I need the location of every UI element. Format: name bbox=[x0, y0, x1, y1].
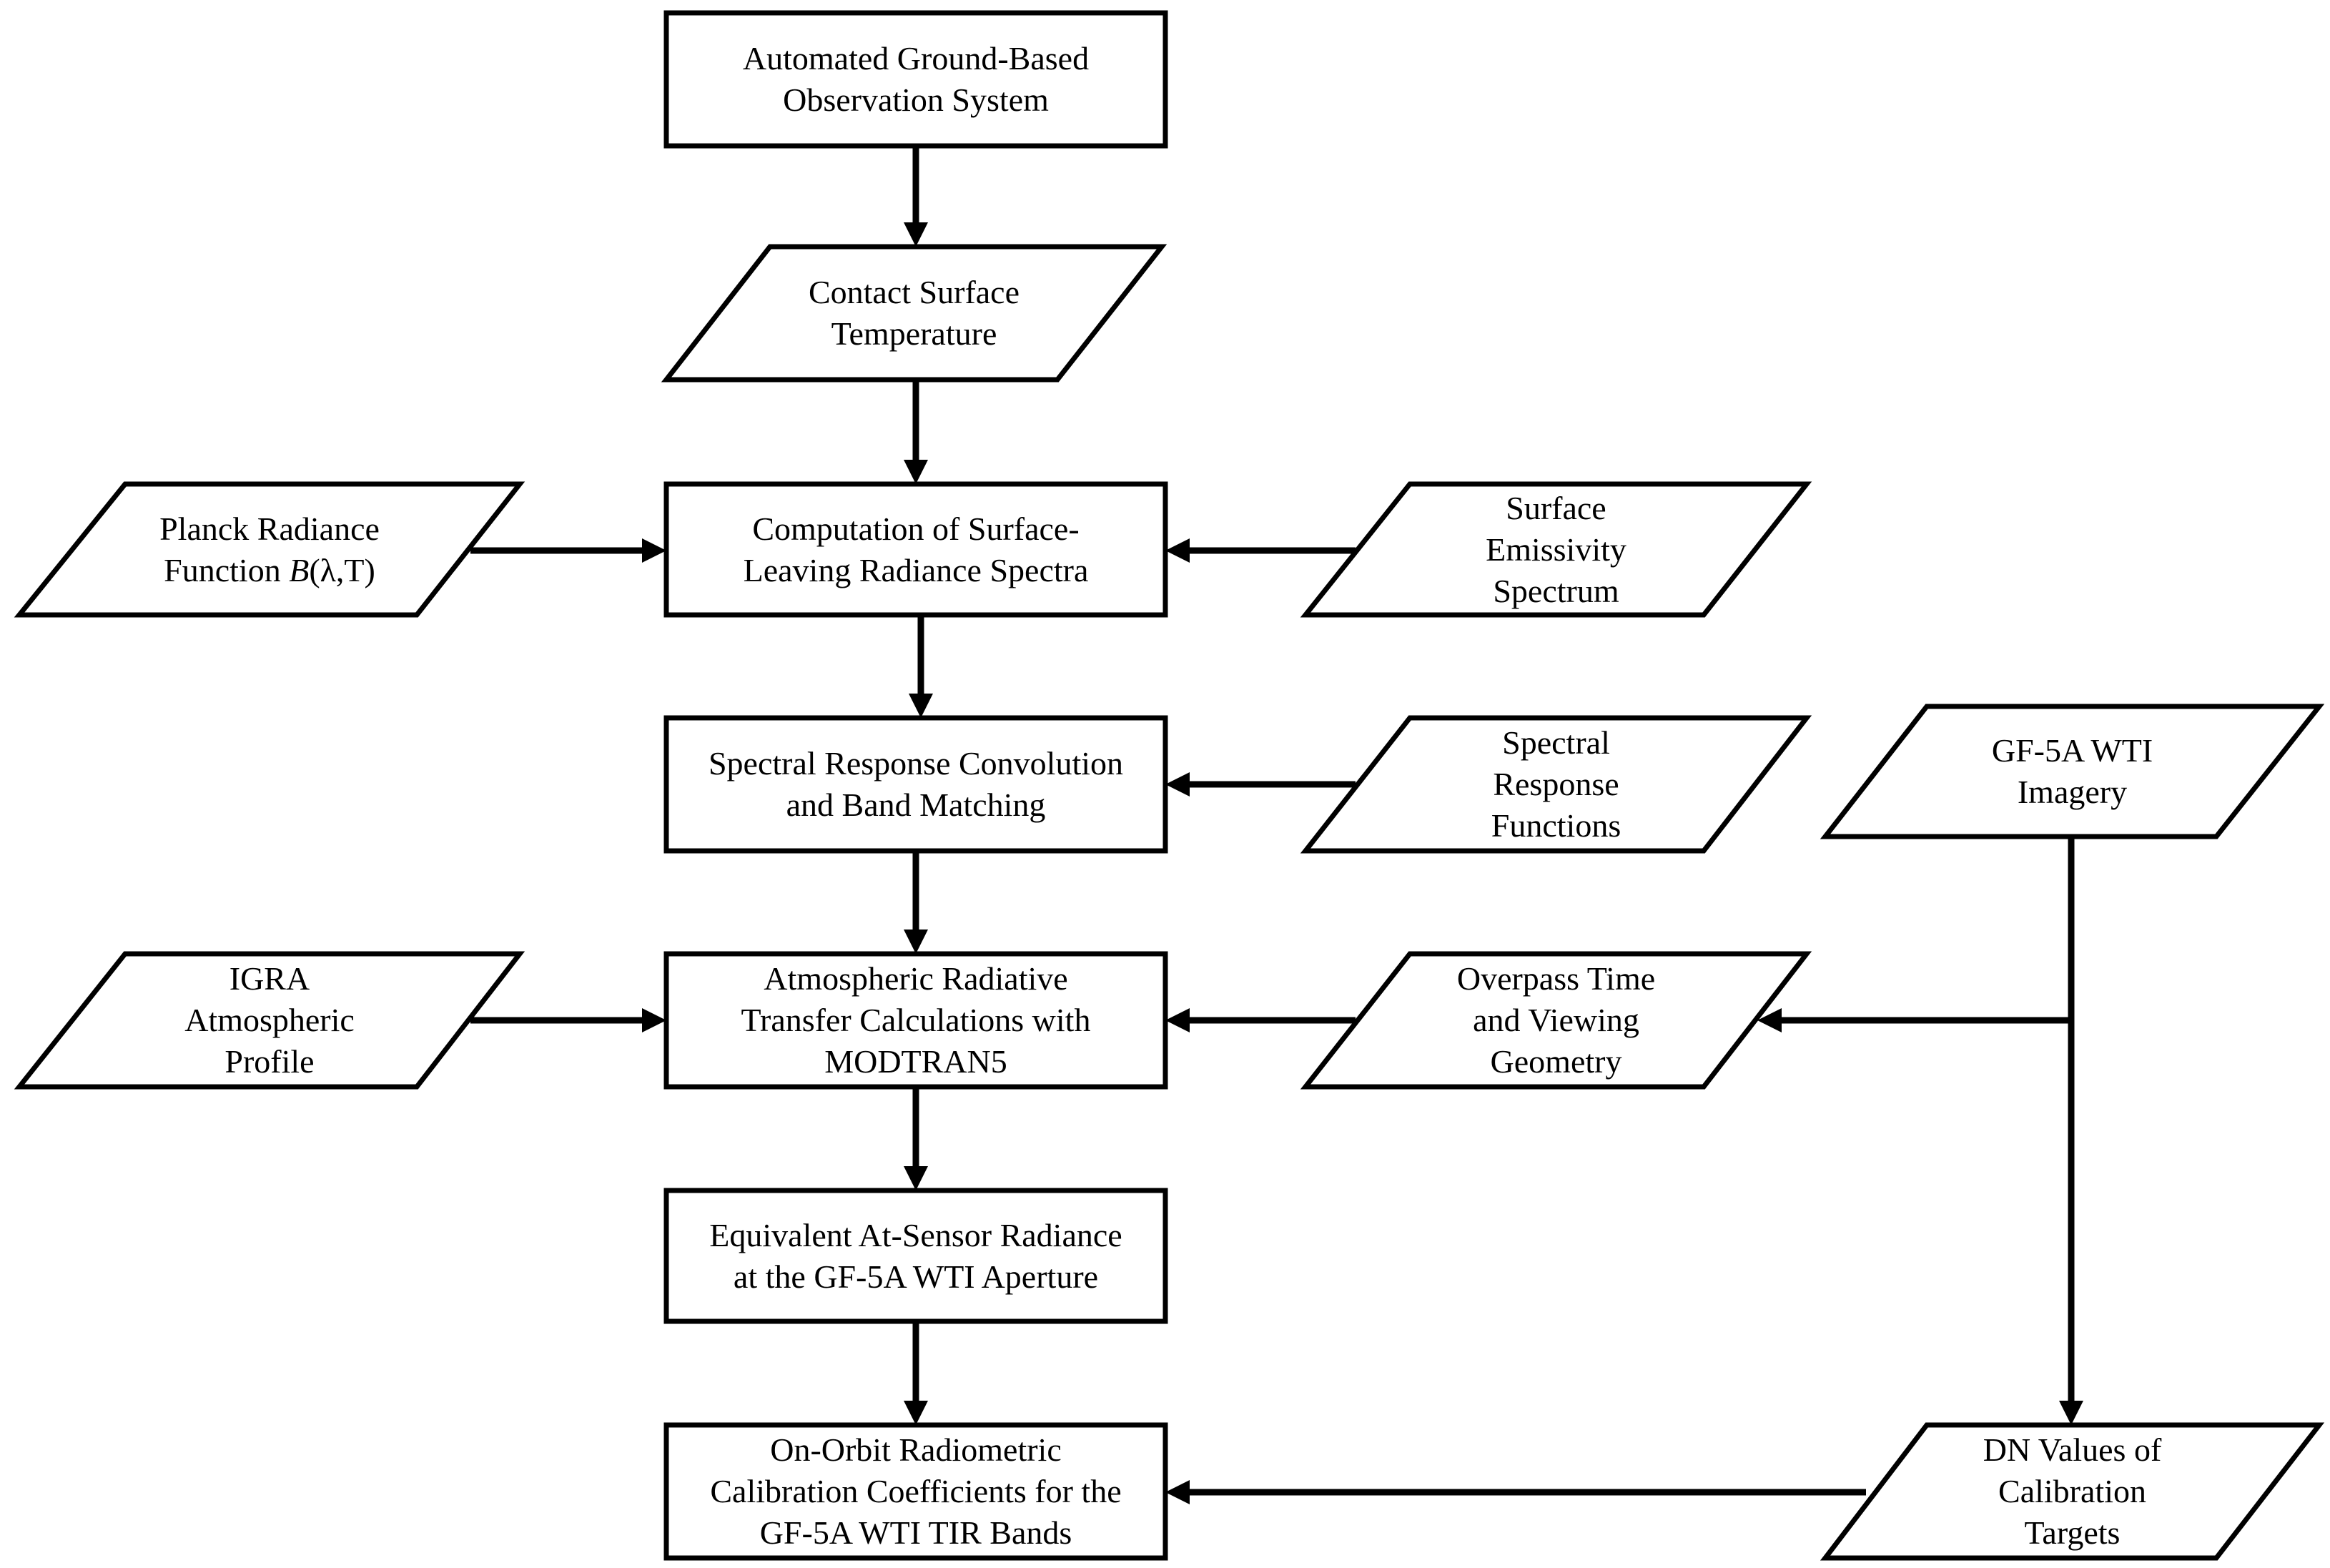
arrow-planck-to-radiance-arrowhead bbox=[642, 538, 666, 563]
text-line: Equivalent At-Sensor Radiance bbox=[709, 1216, 1122, 1253]
igra-parallelogram bbox=[14, 951, 525, 1090]
text-line: Calibration bbox=[1998, 1473, 2146, 1509]
spectral-conv-label: Spectral Response Convolution and Band M… bbox=[666, 718, 1165, 851]
text-line: MODTRAN5 bbox=[824, 1043, 1007, 1080]
text-line: Atmospheric bbox=[184, 1002, 355, 1038]
surface-radiance-label: Computation of Surface- Leaving Radiance… bbox=[666, 484, 1165, 615]
arrow-wti-to-overpass-arrowhead bbox=[1757, 1008, 1782, 1032]
text-line: and Viewing bbox=[1473, 1002, 1639, 1038]
calib-coeff-box bbox=[663, 1422, 1168, 1561]
text-line: Functions bbox=[1491, 807, 1621, 844]
text-line: Geometry bbox=[1490, 1043, 1622, 1080]
text-line: Response bbox=[1493, 766, 1619, 802]
text-line: Surface bbox=[1506, 489, 1606, 526]
arrow-conv-to-atm-arrowhead bbox=[904, 930, 928, 954]
text-line: DN Values of bbox=[1983, 1431, 2162, 1468]
text-line: Temperature bbox=[831, 315, 997, 352]
dn-values-label: DN Values of Calibration Targets bbox=[1825, 1425, 2319, 1558]
text-line: Transfer Calculations with bbox=[741, 1002, 1091, 1038]
text-line: Planck Radiance bbox=[159, 510, 380, 547]
atm-rt-label: Atmospheric Radiative Transfer Calculati… bbox=[666, 954, 1165, 1087]
planck-label: Planck Radiance Function B(λ,T) bbox=[19, 484, 520, 615]
arrow-emissivity-to-radiance-arrowhead bbox=[1165, 538, 1190, 563]
at-sensor-label: Equivalent At-Sensor Radiance at the GF-… bbox=[666, 1190, 1165, 1321]
text-line: and Band Matching bbox=[786, 787, 1046, 823]
text-line: Atmospheric Radiative bbox=[764, 960, 1068, 997]
text-line: Profile bbox=[224, 1043, 315, 1080]
arrow-contact-to-radiance-arrowhead bbox=[904, 460, 928, 484]
text-line: On-Orbit Radiometric bbox=[770, 1431, 1062, 1468]
text-line: Leaving Radiance Spectra bbox=[743, 551, 1089, 588]
text-line: GF-5A WTI bbox=[1991, 732, 2153, 769]
emissivity-label: Surface Emissivity Spectrum bbox=[1305, 484, 1807, 615]
connectors bbox=[470, 146, 2083, 1504]
contact-temp-label: Contact Surface Temperature bbox=[666, 247, 1162, 380]
srf-label: Spectral Response Functions bbox=[1305, 718, 1807, 851]
igra-label: IGRA Atmospheric Profile bbox=[19, 954, 520, 1087]
overpass-label: Overpass Time and Viewing Geometry bbox=[1305, 954, 1807, 1087]
formula-symbol: B bbox=[289, 551, 310, 588]
ground-system-label: Automated Ground-Based Observation Syste… bbox=[666, 13, 1165, 146]
ground-system-box bbox=[663, 10, 1168, 149]
text-line: at the GF-5A WTI Aperture bbox=[733, 1258, 1099, 1295]
text-line: Contact Surface bbox=[808, 274, 1020, 310]
text-line: IGRA bbox=[229, 960, 310, 997]
surface-radiance-box bbox=[663, 481, 1168, 618]
text-line: Computation of Surface- bbox=[752, 510, 1080, 547]
text-line: GF-5A WTI TIR Bands bbox=[759, 1514, 1072, 1551]
planck-parallelogram bbox=[14, 481, 525, 618]
wti-imagery-label: GF-5A WTI Imagery bbox=[1825, 706, 2319, 837]
arrow-igra-to-atm-arrowhead bbox=[642, 1008, 666, 1032]
arrow-atm-to-atsensor-arrowhead bbox=[904, 1166, 928, 1190]
text-line: Overpass Time bbox=[1456, 960, 1656, 997]
arrow-ground-to-contact-arrowhead bbox=[904, 222, 928, 247]
text-line: Spectral Response Convolution bbox=[708, 745, 1124, 781]
text-line: Imagery bbox=[2017, 774, 2128, 810]
contact-temp-parallelogram bbox=[661, 244, 1168, 383]
arrow-srf-to-conv-arrowhead bbox=[1165, 772, 1190, 797]
dn-values-parallelogram bbox=[1820, 1422, 2325, 1561]
text-line: Spectral bbox=[1502, 724, 1610, 761]
arrow-atsensor-to-calib-arrowhead bbox=[904, 1401, 928, 1425]
text-line: Calibration Coefficients for the bbox=[710, 1473, 1122, 1509]
text-line: Spectrum bbox=[1493, 572, 1619, 609]
arrow-radiance-to-conv-arrowhead bbox=[909, 694, 933, 718]
arrow-overpass-to-atm-arrowhead bbox=[1165, 1008, 1190, 1032]
arrow-wti-to-dn-arrowhead bbox=[2059, 1401, 2083, 1425]
text-line: Observation System bbox=[783, 82, 1049, 118]
calib-coeff-label: On-Orbit Radiometric Calibration Coeffic… bbox=[666, 1425, 1165, 1558]
overpass-parallelogram bbox=[1300, 951, 1812, 1090]
arrow-dn-to-calib-arrowhead bbox=[1165, 1480, 1190, 1504]
wti-imagery-parallelogram bbox=[1820, 704, 2325, 839]
planck-formula: Function B(λ,T) bbox=[164, 550, 375, 591]
formula-prefix: Function bbox=[164, 551, 290, 588]
srf-parallelogram bbox=[1300, 715, 1812, 854]
text-line: Targets bbox=[2024, 1514, 2121, 1551]
text-line: Emissivity bbox=[1486, 531, 1626, 568]
text-line: Automated Ground-Based bbox=[742, 40, 1090, 77]
formula-args: (λ,T) bbox=[309, 551, 375, 588]
emissivity-parallelogram bbox=[1300, 481, 1812, 618]
